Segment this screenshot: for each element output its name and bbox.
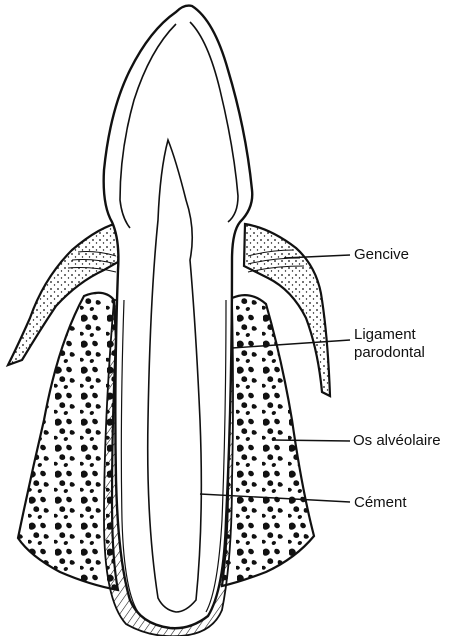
leader-os bbox=[272, 440, 350, 441]
label-ligament-line1: Ligament bbox=[354, 326, 425, 344]
label-os-alveolaire: Os alvéolaire bbox=[353, 432, 441, 450]
label-gencive: Gencive bbox=[354, 246, 409, 264]
label-cement: Cément bbox=[354, 494, 407, 512]
label-ligament-parodontal: Ligament parodontal bbox=[354, 326, 425, 362]
label-ligament-line2: parodontal bbox=[354, 344, 425, 362]
